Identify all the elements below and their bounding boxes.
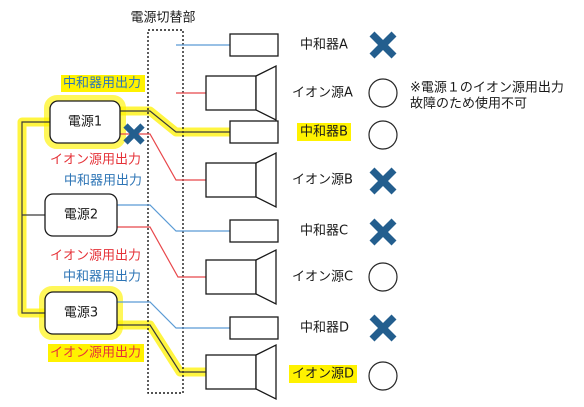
neutralizer-d: 中和器D bbox=[229, 316, 394, 340]
neutralizer-b-box bbox=[229, 120, 279, 144]
route-power-1-neutralizer bbox=[120, 110, 230, 133]
neutralizer-d-label: 中和器D bbox=[300, 321, 349, 336]
ion-source-a-label: イオン源A bbox=[292, 86, 353, 101]
switch-section-title: 電源切替部 bbox=[130, 11, 195, 26]
output-labels: 中和器用出力 イオン源用出力 中和器用出力 イオン源用出力 中和器用出力 イオン… bbox=[48, 75, 145, 362]
neutralizer-b-status bbox=[368, 120, 398, 150]
power-supply-2: 電源2 bbox=[44, 193, 118, 237]
cross-icon bbox=[372, 317, 394, 339]
neutralizer-a-label: 中和器A bbox=[300, 38, 348, 53]
power-supply-3: 電源3 bbox=[44, 291, 118, 335]
neutralizer-a-box bbox=[229, 33, 279, 57]
ion-source-d-status bbox=[368, 361, 398, 391]
ion-source-d-body bbox=[205, 354, 257, 390]
output-label-1: 中和器用出力 bbox=[63, 76, 141, 91]
neutralizer-a-status bbox=[372, 34, 394, 56]
ion-source-a-nozzle bbox=[255, 64, 277, 122]
ion-source-b-nozzle bbox=[255, 151, 277, 209]
power-supply-1-box bbox=[49, 100, 121, 144]
ion-source-c-nozzle bbox=[255, 248, 277, 306]
ion-source-c-status bbox=[368, 262, 398, 292]
neutralizer-d-box bbox=[229, 316, 279, 340]
route-power-3-ion bbox=[117, 324, 206, 373]
ion-source-c: イオン源C bbox=[205, 248, 398, 306]
circle-icon bbox=[368, 78, 398, 108]
neutralizer-c-box bbox=[229, 219, 279, 243]
output-label-1-highlight bbox=[61, 75, 145, 92]
ion-source-d: イオン源D bbox=[205, 343, 398, 401]
output-label-6-highlight bbox=[48, 344, 144, 362]
neutralizer-b: 中和器B bbox=[229, 120, 398, 150]
output-label-4: イオン源用出力 bbox=[50, 249, 141, 264]
power-supply-1-label: 電源1 bbox=[68, 115, 102, 130]
power-supply-1: 電源1 bbox=[49, 100, 121, 144]
ion-source-a-body bbox=[205, 75, 257, 111]
ion-source-a-status bbox=[368, 78, 398, 108]
ion-source-d-label: イオン源D bbox=[292, 367, 354, 382]
switching-section-box bbox=[147, 29, 184, 394]
ion-source-b-body bbox=[205, 162, 257, 198]
failure-note-line-2: 故障のため使用不可 bbox=[410, 96, 527, 112]
output-label-2: イオン源用出力 bbox=[50, 153, 141, 168]
ion-source-b-status bbox=[372, 170, 394, 192]
neutralizer-b-label: 中和器B bbox=[300, 125, 348, 140]
failure-note-line-1: ※電源１のイオン源用出力 bbox=[410, 81, 564, 96]
route-power-2-neutralizer bbox=[117, 204, 230, 232]
power-bus-line bbox=[21, 121, 50, 314]
output-label-6: イオン源用出力 bbox=[50, 346, 141, 361]
neutralizer-c: 中和器C bbox=[229, 219, 394, 243]
failure-note: ※電源１のイオン源用出力 故障のため使用不可 bbox=[410, 81, 564, 112]
cross-icon bbox=[372, 34, 394, 56]
route-power-2-ion bbox=[117, 226, 206, 278]
neutralizer-c-label: 中和器C bbox=[300, 224, 348, 239]
output-label-3: 中和器用出力 bbox=[64, 174, 142, 189]
neutralizer-a: 中和器A bbox=[176, 34, 394, 56]
ion-source-d-label-highlight bbox=[289, 365, 357, 383]
output-label-5: 中和器用出力 bbox=[63, 270, 141, 285]
power-supply-3-label: 電源3 bbox=[64, 306, 98, 321]
ion-source-a: イオン源A bbox=[176, 64, 398, 122]
power-supply-3-box bbox=[44, 291, 118, 335]
ion-source-b-label: イオン源B bbox=[292, 173, 353, 188]
circle-icon bbox=[368, 262, 398, 292]
ion-source-d-nozzle bbox=[255, 343, 277, 401]
circle-icon bbox=[368, 361, 398, 391]
power-bus bbox=[21, 121, 50, 314]
circle-icon bbox=[368, 120, 398, 150]
output-routes bbox=[117, 110, 230, 373]
neutralizer-b-label-highlight bbox=[297, 123, 351, 141]
cross-icon bbox=[372, 221, 394, 243]
cross-icon bbox=[372, 170, 394, 192]
power-supply-2-box bbox=[44, 193, 118, 237]
power-supply-2-label: 電源2 bbox=[64, 208, 98, 223]
ion-source-b: イオン源B bbox=[205, 151, 394, 209]
neutralizer-c-status bbox=[372, 221, 394, 243]
ion-source-c-label: イオン源C bbox=[292, 270, 353, 285]
ion-source-c-body bbox=[205, 259, 257, 295]
route-power-3-neutralizer bbox=[117, 301, 230, 329]
neutralizer-d-status bbox=[372, 317, 394, 339]
